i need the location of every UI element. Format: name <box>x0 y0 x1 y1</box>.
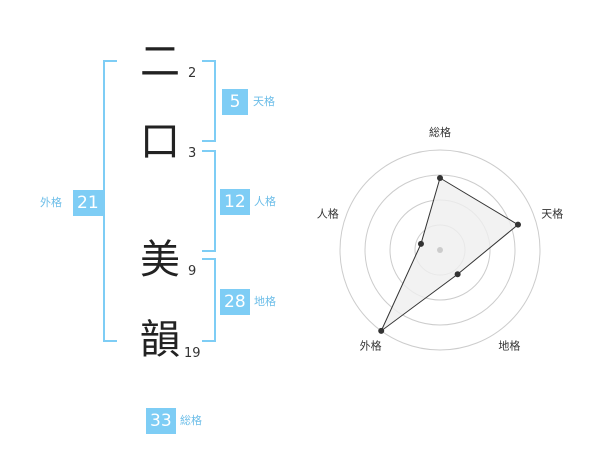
tenkaku-bracket <box>202 60 216 142</box>
radar-point-5 <box>417 240 424 247</box>
gaikaku-badge: 21 <box>73 190 103 216</box>
chikaku-bracket <box>202 258 216 342</box>
radar-grid-ring <box>339 149 541 351</box>
radar-center-dot <box>437 247 443 253</box>
name-char-2: 口 <box>140 119 180 165</box>
chikaku-label: 地格 <box>254 295 276 308</box>
jinkaku-bracket <box>202 150 216 252</box>
radar-axis-label: 人格 <box>317 207 339 221</box>
gaikaku-bracket <box>103 60 117 342</box>
tenkaku-badge: 5 <box>222 89 248 115</box>
stroke-count-1: 2 <box>188 66 197 81</box>
name-char-4: 韻 <box>140 317 180 363</box>
radar-point-4 <box>378 327 385 334</box>
stroke-count-2: 3 <box>188 146 197 161</box>
tenkaku-label: 天格 <box>253 95 275 108</box>
name-char-3: 美 <box>140 237 180 283</box>
radar-axis-label: 天格 <box>541 207 563 221</box>
stroke-count-4: 19 <box>184 346 201 361</box>
name-char-1: 二 <box>140 39 180 85</box>
radar-axis-label: 総格 <box>429 125 451 139</box>
chikaku-badge: 28 <box>220 289 250 315</box>
stroke-count-3: 9 <box>188 264 197 279</box>
gaikaku-label: 外格 <box>40 196 62 209</box>
radar-polygon <box>380 177 519 332</box>
radar-axis-label: 外格 <box>360 338 382 352</box>
soukaku-label: 総格 <box>180 414 202 427</box>
radar-point-1 <box>437 175 443 181</box>
radar-point-2 <box>514 221 521 228</box>
soukaku-badge: 33 <box>146 408 176 434</box>
radar-point-3 <box>454 271 461 278</box>
jinkaku-badge: 12 <box>220 189 250 215</box>
jinkaku-label: 人格 <box>254 195 276 208</box>
radar-axis-label: 地格 <box>498 338 520 352</box>
